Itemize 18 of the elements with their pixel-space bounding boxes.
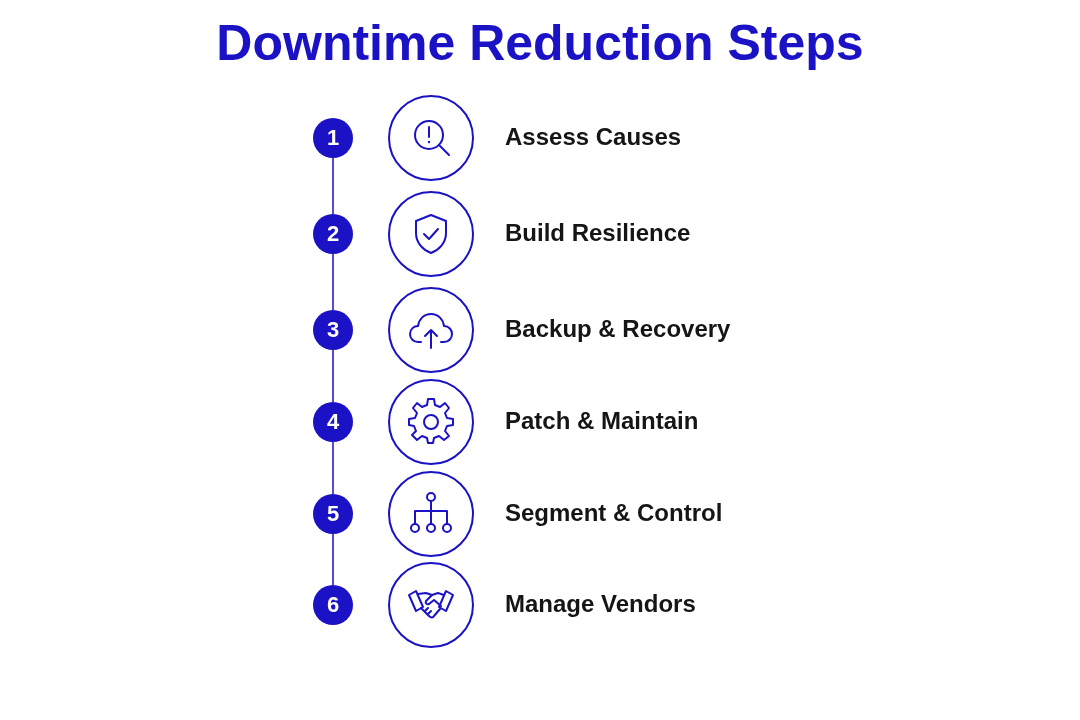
- connector-line: [332, 441, 334, 495]
- step-title: Build Resilience: [505, 218, 691, 248]
- step-number: 6: [313, 585, 353, 625]
- step-title: Backup & Recovery: [505, 314, 731, 344]
- step-number: 5: [313, 494, 353, 534]
- connector-line: [332, 253, 334, 311]
- step-title: Patch & Maintain: [505, 406, 699, 436]
- step-title: Segment & Control: [505, 498, 723, 528]
- connector-line: [332, 533, 334, 586]
- step-number: 3: [313, 310, 353, 350]
- step-number: 1: [313, 118, 353, 158]
- step-title: Manage Vendors: [505, 589, 696, 619]
- step-number: 4: [313, 402, 353, 442]
- step-title: Assess Causes: [505, 122, 682, 152]
- step-number: 2: [313, 214, 353, 254]
- connector-line: [332, 157, 334, 215]
- connector-line: [332, 349, 334, 403]
- title: Downtime Reduction Steps: [215, 14, 865, 72]
